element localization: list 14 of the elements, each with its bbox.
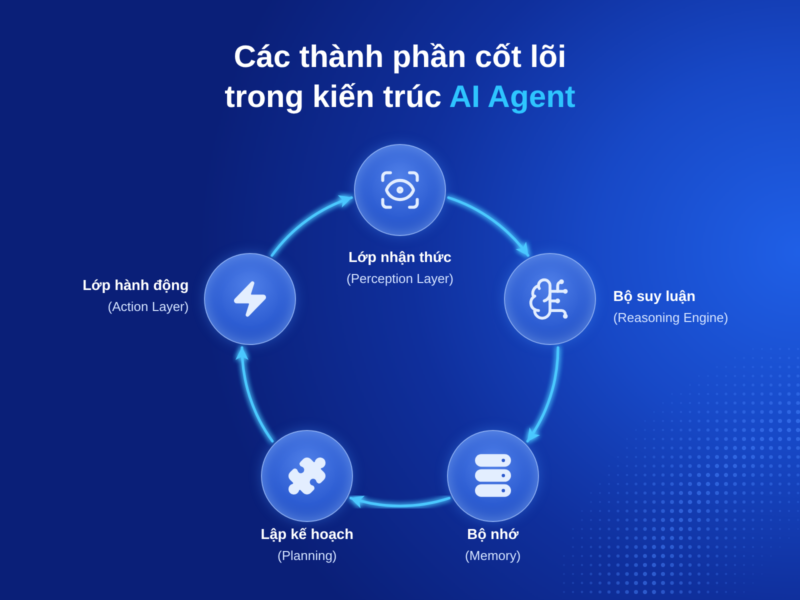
- component-name: Bộ suy luận: [613, 288, 696, 306]
- component-english-name: (Reasoning Engine): [613, 309, 728, 326]
- component-english-name: (Perception Layer): [346, 270, 454, 287]
- component-english-name: (Action Layer): [108, 298, 189, 316]
- component-english-name: (Memory): [465, 546, 521, 564]
- component-name: Lớp hành động: [82, 277, 189, 296]
- cycle-arrow: [270, 196, 353, 257]
- component-name: Bộ nhớ: [467, 526, 519, 544]
- cycle-arrow: [349, 494, 451, 508]
- cycle-arrow: [236, 346, 274, 443]
- component-english-name: (Planning): [278, 546, 337, 564]
- title: Các thành phần cốt lõi trong kiến trúc AI Agent: [224, 38, 576, 116]
- component-name: Lập kế hoạch: [260, 526, 354, 544]
- component-name: Lớp nhận thức: [348, 249, 452, 267]
